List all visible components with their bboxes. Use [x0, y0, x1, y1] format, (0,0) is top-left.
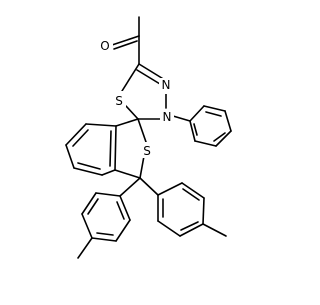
benzothiophene-ring [114, 118, 147, 179]
s-c-bond [121, 63, 140, 92]
spiro-s2-bond [137, 118, 147, 143]
molecule-diagram: O S N N S [65, 16, 232, 259]
benzo-bond [101, 169, 116, 176]
c-n-double-bond [138, 63, 166, 81]
sulfur-ring-label: S [143, 144, 151, 158]
benzo-bond [65, 144, 75, 169]
tolyl-double-bond [96, 232, 114, 236]
phenyl-double-bond [213, 132, 226, 142]
tolyl-bond [81, 213, 93, 239]
tolyl-bond [115, 219, 131, 242]
benzo-double-bond [109, 130, 112, 167]
tolyl-bond [157, 220, 181, 237]
acetyl-group [111, 16, 140, 65]
tolyl-double-bond [182, 188, 200, 201]
benzo-double-bond [72, 129, 89, 147]
phenyl-bond [215, 130, 232, 147]
phenyl-ring [172, 105, 232, 147]
quaternary-ring-bond [114, 169, 141, 179]
quat-tolyl-bond [139, 177, 159, 196]
phenyl-bond [189, 120, 196, 142]
methyl-bond-left [77, 237, 93, 259]
tolyl-bond [179, 223, 204, 237]
nitrogen-amine-label: N [163, 110, 172, 124]
tolyl-bond [181, 182, 205, 199]
methyl-bond-right [202, 223, 227, 237]
nitrogen-imine-label: N [162, 78, 171, 92]
benzo-double-bond [77, 162, 101, 170]
tolyl-bond [119, 195, 131, 221]
quat-tolyl-bond [119, 177, 141, 197]
carbonyl-double-bond [111, 35, 140, 46]
tolyl-bond [157, 182, 183, 196]
benzo-bond [65, 123, 87, 146]
oxygen-label: O [100, 39, 109, 53]
n-phenyl-bond [172, 115, 191, 122]
tolyl-bond [95, 192, 121, 197]
thiadiazole-ring [121, 63, 167, 120]
phenyl-double-bond [205, 111, 222, 117]
carbonyl-double-bond-inner [113, 40, 138, 50]
tolyl-double-bond [87, 198, 99, 215]
left-tolyl-ring [77, 177, 141, 259]
phenyl-bond [189, 105, 205, 122]
fused-bond [114, 125, 117, 171]
tolyl-double-bond [180, 221, 199, 231]
phenyl-bond [203, 105, 226, 112]
right-tolyl-ring [139, 177, 227, 237]
spiro-ring-bond [115, 118, 139, 127]
phenyl-bond [224, 110, 232, 132]
sulfur-thiadiazole-label: S [115, 94, 123, 108]
benzo-bond [73, 167, 103, 176]
tolyl-bond [202, 197, 205, 225]
tolyl-double-bond [116, 201, 125, 220]
s2-quaternary-bond [139, 155, 145, 179]
structure-canvas: O S N N S [65, 16, 232, 259]
spiro-s-bond [125, 105, 139, 120]
phenyl-double-bond [193, 123, 198, 136]
c-n-double-bond-inner [136, 69, 161, 85]
tolyl-bond [91, 237, 117, 242]
benzo-ring [65, 123, 117, 176]
tolyl-bond [81, 192, 97, 215]
benzo-bond [85, 123, 117, 127]
atom-labels: O S N N S [99, 37, 174, 158]
phenyl-bond [194, 140, 217, 147]
